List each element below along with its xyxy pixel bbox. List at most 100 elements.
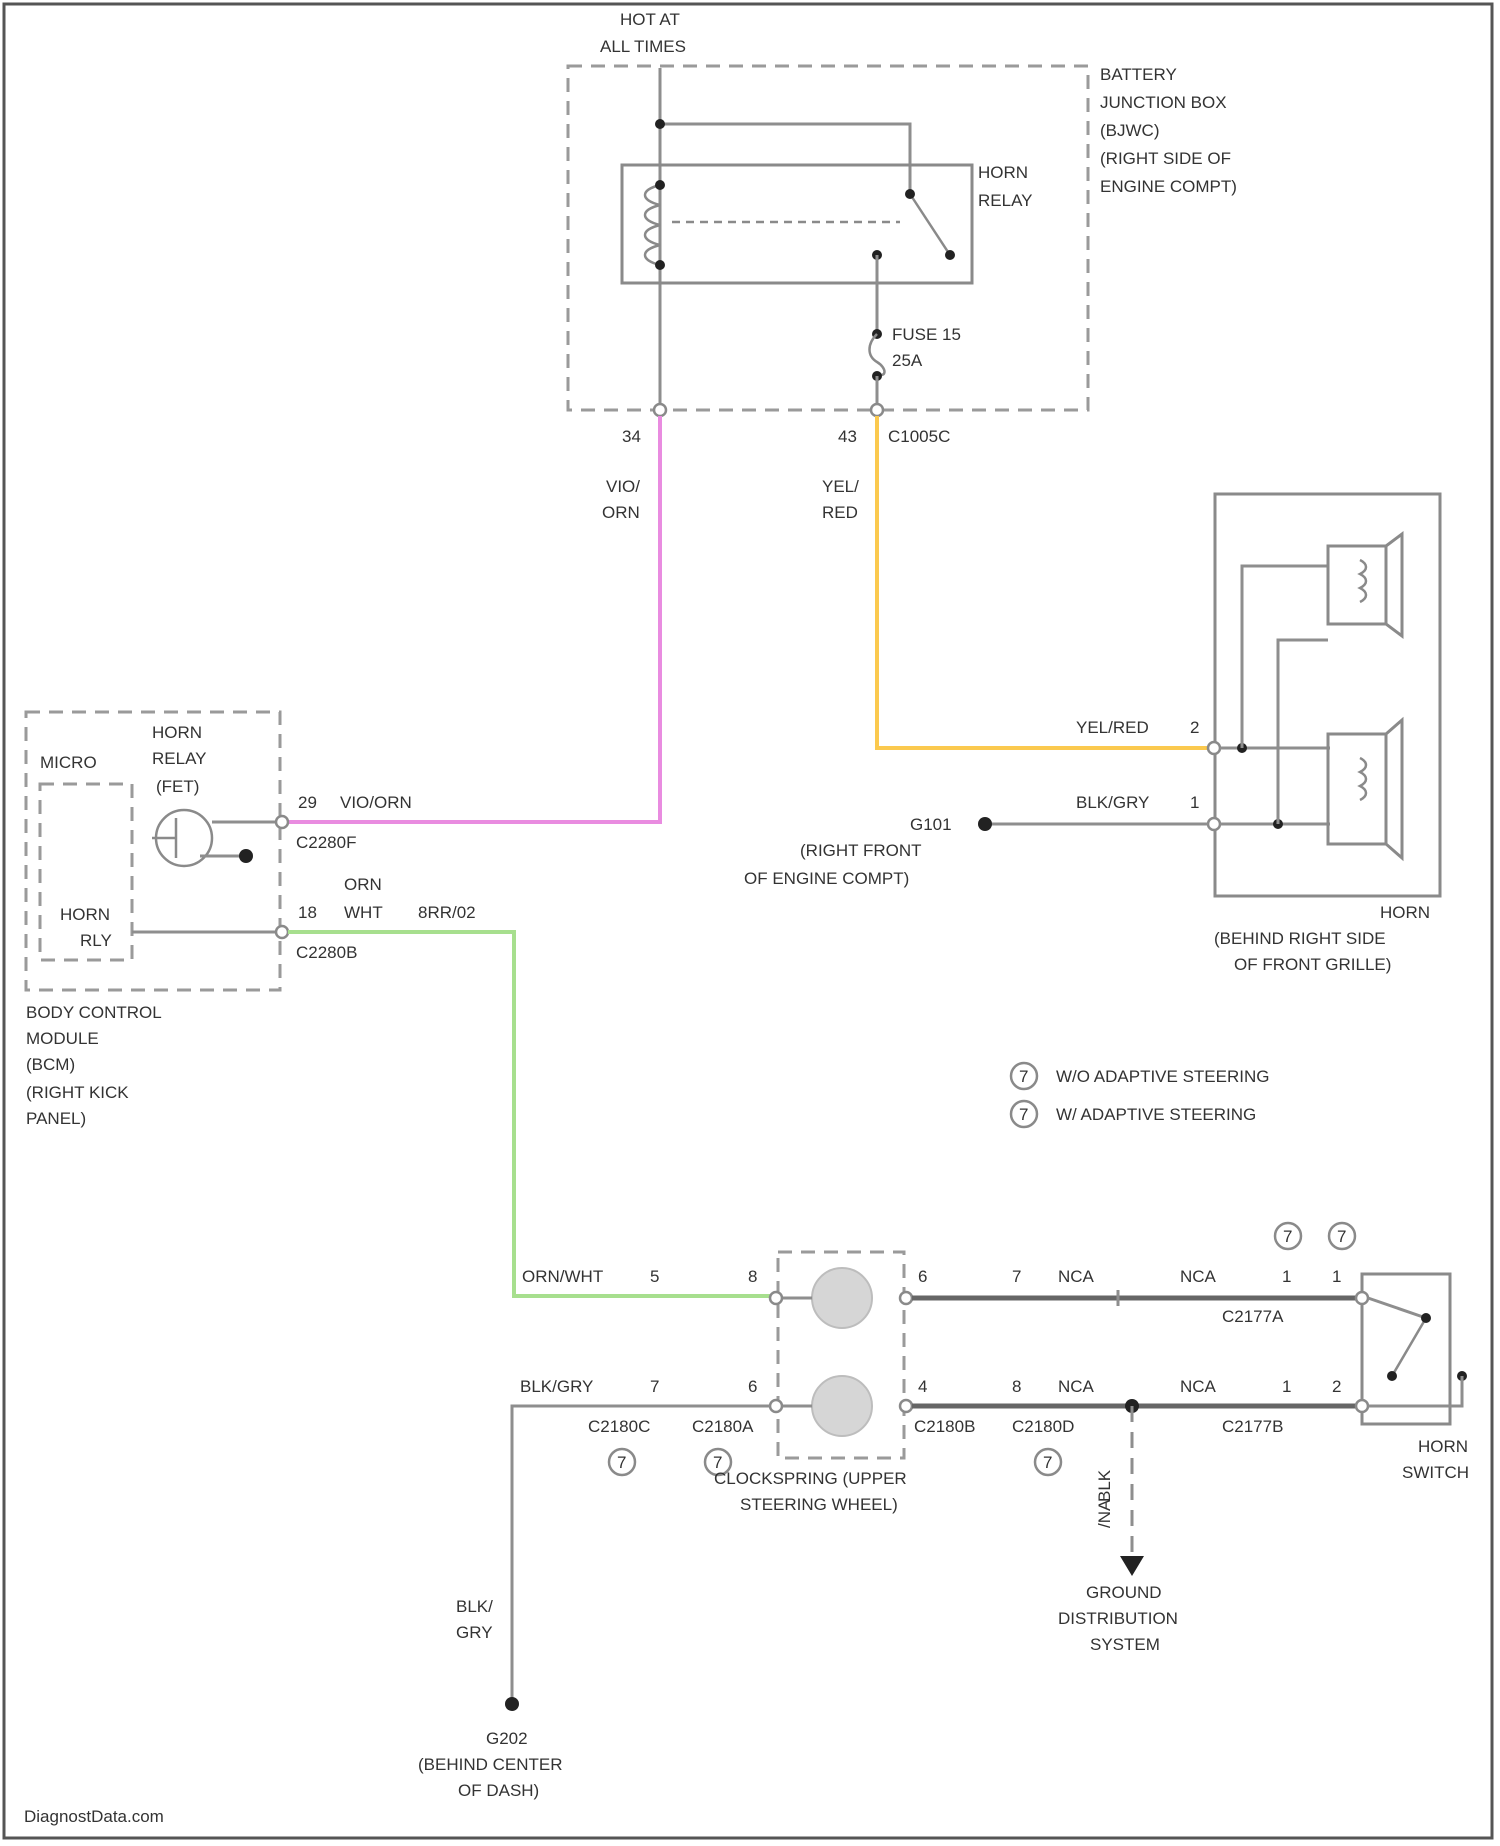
bjb-pin-43 <box>871 404 883 416</box>
clock-connector-d: C2180D <box>1012 1417 1074 1436</box>
horn-switch-label-1: HORN <box>1418 1437 1468 1456</box>
ground-system-label-1: GROUND <box>1086 1583 1162 1602</box>
ground-system-label-3: SYSTEM <box>1090 1635 1160 1654</box>
clock-pin-bot-out: 4 <box>918 1377 927 1396</box>
g202-dot <box>505 1697 519 1711</box>
nca-label-1: NCA <box>1058 1267 1095 1286</box>
fet-ground-dot <box>239 849 253 863</box>
clock-note-right-text: 7 <box>1043 1453 1052 1472</box>
fuse-label-1: FUSE 15 <box>892 325 961 344</box>
nca-label-2: NCA <box>1180 1267 1217 1286</box>
horn-label-2: (BEHIND RIGHT SIDE <box>1214 929 1386 948</box>
clockspring-label-1: CLOCKSPRING (UPPER <box>714 1469 907 1488</box>
bjb-label-3: (BJWC) <box>1100 121 1159 140</box>
bjb-pin-right-label: 43 <box>838 427 857 446</box>
relay-coil-top-dot <box>655 180 665 190</box>
relay-label-1: HORN <box>978 163 1028 182</box>
bcm-pin-18 <box>276 926 288 938</box>
bcm-micro-label: MICRO <box>40 753 97 772</box>
horn-ground-label: BLK/GRY <box>1076 793 1149 812</box>
blk-gry-vertical-label-2: GRY <box>456 1623 493 1642</box>
horn-switch-pin-1 <box>1356 1292 1368 1304</box>
horn-pin-1-label: 1 <box>1190 793 1199 812</box>
clock-pin-blk-a: 6 <box>748 1377 757 1396</box>
bcm-rly-label-1: HORN <box>60 905 110 924</box>
yel-red-label-2: RED <box>822 503 858 522</box>
diagram-frame <box>4 4 1492 1838</box>
switch-contact-top <box>1421 1313 1431 1323</box>
switch-pin-top-b: 1 <box>1332 1267 1341 1286</box>
bcm-label-3: (BCM) <box>26 1055 75 1074</box>
yel-red-horn-label: YEL/RED <box>1076 718 1149 737</box>
clock-connector-c: C2180C <box>588 1417 650 1436</box>
bcm-connector-top: C2280F <box>296 833 356 852</box>
horn-label-1: HORN <box>1380 903 1430 922</box>
g202-label: G202 <box>486 1729 528 1748</box>
clock-pin-blk-in: 7 <box>650 1377 659 1396</box>
switch-note-b-text: 7 <box>1337 1227 1346 1246</box>
switch-pin-bot-b: 2 <box>1332 1377 1341 1396</box>
bcm-splice-label: 8RR/02 <box>418 903 476 922</box>
clockspring-bottom-coil <box>812 1376 872 1436</box>
bcm-label-4: (RIGHT KICK <box>26 1083 129 1102</box>
horn-label-3: OF FRONT GRILLE) <box>1234 955 1391 974</box>
power-label-2: ALL TIMES <box>600 37 686 56</box>
switch-pin-top-a: 1 <box>1282 1267 1291 1286</box>
bjb-label-1: BATTERY <box>1100 65 1177 84</box>
bcm-label-5: PANEL) <box>26 1109 86 1128</box>
bcm-vio-orn-label: VIO/ORN <box>340 793 412 812</box>
clock-pin-top-b: 7 <box>1012 1267 1021 1286</box>
horn-pin-1 <box>1208 818 1220 830</box>
clock-orn-wht-label: ORN/WHT <box>522 1267 603 1286</box>
bcm-wht-label: WHT <box>344 903 383 922</box>
switch-connector-top: C2177A <box>1222 1307 1284 1326</box>
nca-label-3: NCA <box>1058 1377 1095 1396</box>
bcm-rly-label-2: RLY <box>80 931 112 950</box>
switch-note-a-text: 7 <box>1283 1227 1292 1246</box>
nca-label-4: NCA <box>1180 1377 1217 1396</box>
horn-pin-2 <box>1208 742 1220 754</box>
vio-orn-label-2: ORN <box>602 503 640 522</box>
clock-connector-b: C2180B <box>914 1417 975 1436</box>
g101-location-1: (RIGHT FRONT <box>800 841 922 860</box>
legend-text-2: W/ ADAPTIVE STEERING <box>1056 1105 1256 1124</box>
yel-red-label-1: YEL/ <box>822 477 859 496</box>
bcm-label-1: BODY CONTROL <box>26 1003 162 1022</box>
power-label-1: HOT AT <box>620 10 680 29</box>
clock-blk-gry-label: BLK/GRY <box>520 1377 593 1396</box>
power-splice-dot <box>655 119 665 129</box>
bjb-label-5: ENGINE COMPT) <box>1100 177 1237 196</box>
bcm-fet-label-1: HORN <box>152 723 202 742</box>
ground-wire-label-2: /NA <box>1095 1499 1114 1528</box>
clockspring-pin-orn-a <box>770 1292 782 1304</box>
bjb-label-4: (RIGHT SIDE OF <box>1100 149 1231 168</box>
bcm-pin-29-label: 29 <box>298 793 317 812</box>
bcm-fet-label-2: RELAY <box>152 749 207 768</box>
legend-mark-2-text: 7 <box>1019 1105 1028 1124</box>
bcm-label-2: MODULE <box>26 1029 99 1048</box>
clockspring-pin-bot-out <box>900 1400 912 1412</box>
bcm-connector-bottom: C2280B <box>296 943 357 962</box>
legend-text-1: W/O ADAPTIVE STEERING <box>1056 1067 1269 1086</box>
relay-contact-top-dot <box>905 189 915 199</box>
horn-pin-2-label: 2 <box>1190 718 1199 737</box>
fuse-label-2: 25A <box>892 351 923 370</box>
horn-switch-pin-2 <box>1356 1400 1368 1412</box>
clockspring-pin-blk-a <box>770 1400 782 1412</box>
vio-orn-label-1: VIO/ <box>606 477 640 496</box>
clock-pin-orn-a: 8 <box>748 1267 757 1286</box>
g202-location-1: (BEHIND CENTER <box>418 1755 563 1774</box>
relay-label-2: RELAY <box>978 191 1033 210</box>
bjb-label-2: JUNCTION BOX <box>1100 93 1227 112</box>
clockspring-pin-top-out <box>900 1292 912 1304</box>
g101-label: G101 <box>910 815 952 834</box>
clock-connector-a: C2180A <box>692 1417 754 1436</box>
g101-location-2: OF ENGINE COMPT) <box>744 869 909 888</box>
g202-location-2: OF DASH) <box>458 1781 539 1800</box>
bcm-orn-label: ORN <box>344 875 382 894</box>
clock-pin-orn-in: 5 <box>650 1267 659 1286</box>
switch-contact-mid <box>1387 1371 1397 1381</box>
g101-dot <box>978 817 992 831</box>
relay-coil-bottom-dot <box>655 260 665 270</box>
